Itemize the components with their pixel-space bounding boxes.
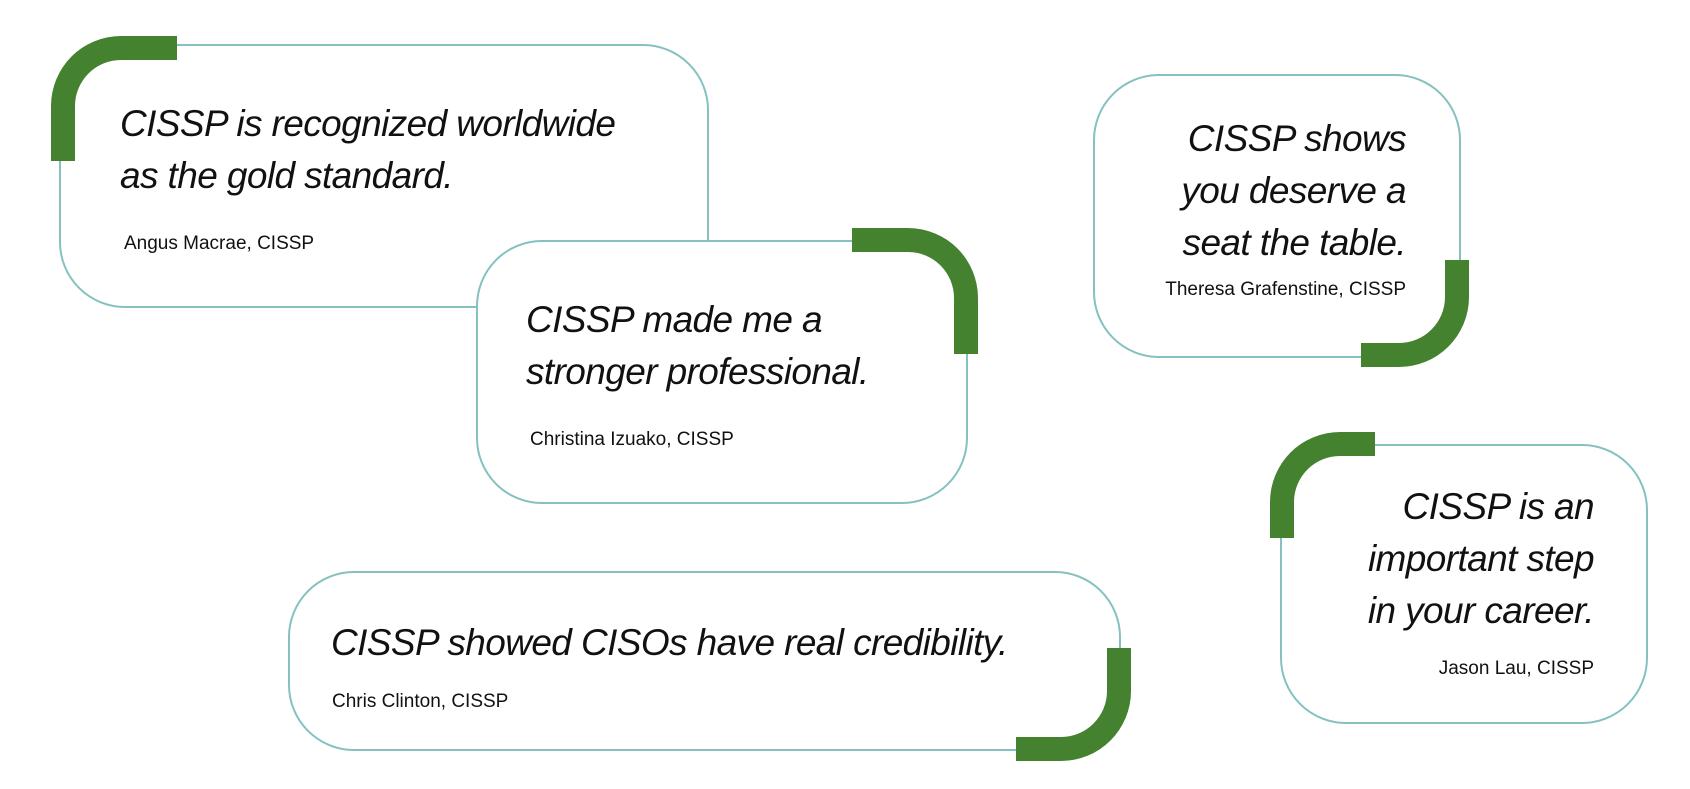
accent-corner [1270, 432, 1375, 538]
testimonial-card-jason [1280, 444, 1648, 724]
quote-line: CISSP made me a [526, 299, 823, 340]
quote-line: CISSP is recognized worldwide [120, 103, 616, 144]
quote-line: important step [1367, 538, 1595, 579]
testimonial-author: Theresa Grafenstine, CISSP [1165, 279, 1406, 300]
quote-line: CISSP showed CISOs have real credibility… [331, 622, 1008, 663]
testimonial-quote: CISSP made me a stronger professional. [526, 294, 869, 398]
testimonial-quote: CISSP is recognized worldwide as the gol… [120, 98, 616, 202]
testimonial-quote: CISSP showed CISOs have real credibility… [331, 617, 1008, 669]
quote-line: you deserve a [1181, 170, 1406, 211]
quote-line: CISSP is an [1402, 486, 1595, 527]
quote-line: CISSP shows [1187, 118, 1407, 159]
quote-line: in your career. [1367, 590, 1595, 631]
testimonial-quote: CISSP shows you deserve a seat the table… [1181, 113, 1406, 269]
testimonial-quote: CISSP is an important step in your caree… [1367, 481, 1595, 637]
testimonial-author: Jason Lau, CISSP [1438, 658, 1594, 679]
accent-corner [1361, 260, 1469, 367]
testimonial-author: Chris Clinton, CISSP [332, 691, 509, 712]
quote-line: seat the table. [1182, 222, 1407, 263]
accent-corner [1016, 648, 1131, 761]
quote-line: stronger professional. [526, 351, 869, 392]
testimonial-author: Christina Izuako, CISSP [530, 429, 734, 450]
testimonial-author: Angus Macrae, CISSP [124, 233, 315, 254]
quote-line: as the gold standard. [120, 155, 454, 196]
testimonial-card-chris [288, 571, 1121, 751]
accent-corner [852, 228, 978, 354]
